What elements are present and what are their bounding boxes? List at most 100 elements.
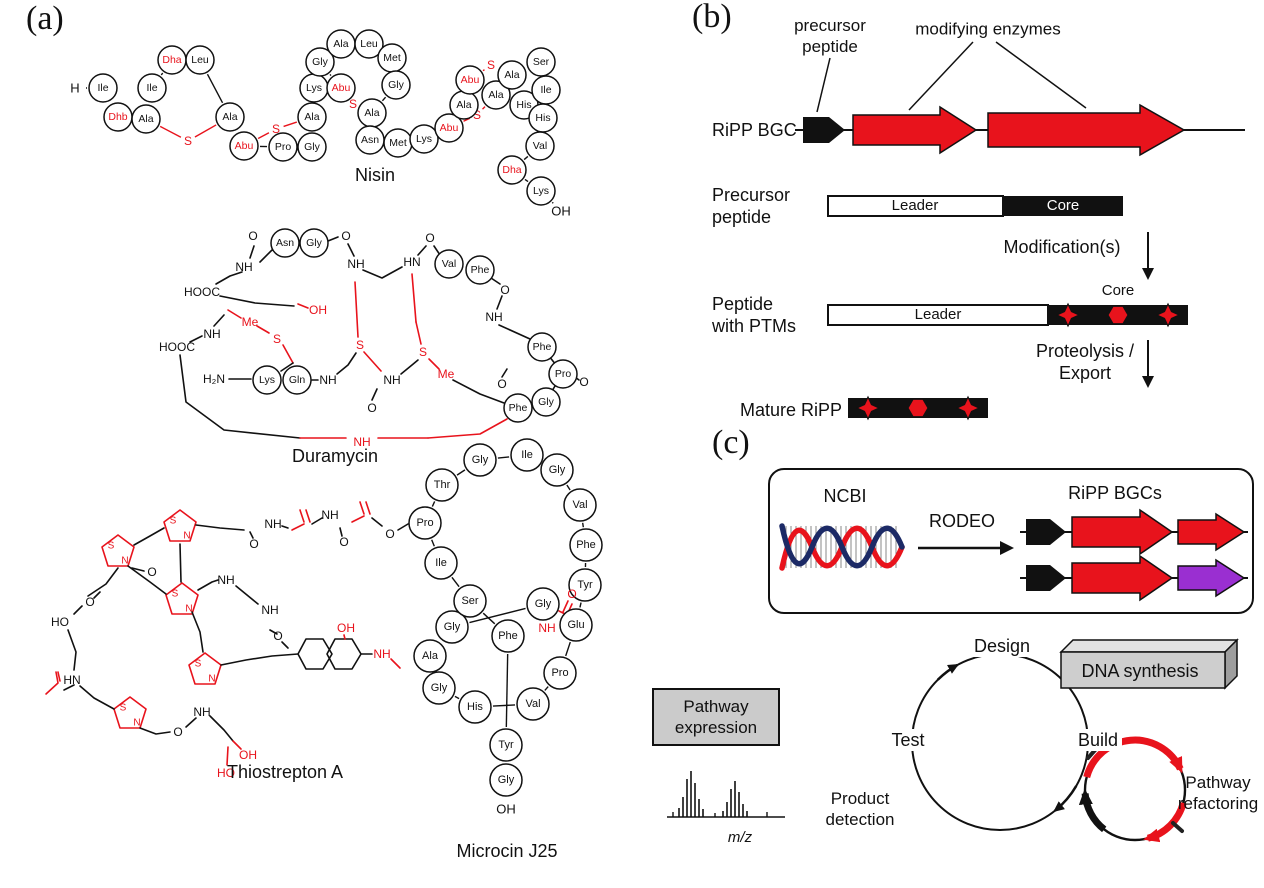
bond-line: [194, 124, 217, 138]
residue-label: Phe: [576, 539, 596, 551]
bond-line: [327, 236, 339, 242]
residue-circle: [434, 249, 464, 279]
atom-label: N: [208, 674, 215, 685]
leader-label: Leader: [891, 197, 939, 214]
residue-label: Phe: [498, 630, 518, 642]
precursor-gene-arrow: [1026, 565, 1066, 591]
atom-label: NH: [485, 310, 502, 324]
atom-label: S: [108, 541, 115, 552]
modifying-enzyme-gene-arrow-2: [987, 103, 1186, 157]
mature-ripp-label: Mature RiPP: [740, 400, 843, 420]
bond-line: [281, 525, 289, 529]
bond-line: [336, 352, 357, 375]
residue-circle: [540, 453, 574, 487]
bond-line: [482, 69, 485, 72]
residue-label: Val: [442, 258, 456, 270]
design-label: Design: [969, 635, 1035, 657]
label-line: Product: [830, 789, 890, 808]
thioether-s-label: S: [487, 58, 495, 72]
residue-circle: [489, 728, 523, 762]
bond-line: [281, 641, 289, 649]
residue-label: Gly: [549, 464, 566, 476]
residue-circle: [510, 438, 544, 472]
bond-line: [249, 531, 254, 539]
atom-label: NH: [319, 373, 336, 387]
atom-label: O: [248, 229, 257, 243]
residue-label: Tyr: [577, 579, 593, 591]
residue-label: Ile: [435, 557, 447, 569]
atom-label: HN: [403, 255, 420, 269]
structure-name: Nisin: [355, 165, 395, 185]
bond-line: [197, 579, 219, 591]
terminal-group-label: OH: [496, 802, 516, 817]
residue-label: Lys: [259, 374, 275, 386]
bond-line: [113, 696, 147, 729]
cycle-arrow-test-design: [936, 663, 960, 681]
residue-label: Dha: [502, 164, 521, 176]
modifying-enzymes-callout: modifying enzymes: [915, 19, 1061, 39]
residue-circle: [137, 73, 167, 103]
atom-label: NH: [353, 435, 370, 449]
atom-label: OH: [337, 621, 355, 635]
residue-circle: [408, 506, 442, 540]
bond-line: [133, 527, 165, 546]
bond-line: [160, 72, 164, 76]
bond-line: [282, 344, 294, 364]
bond-line: [189, 335, 203, 343]
bond-line: [227, 309, 242, 319]
atom-label: O: [173, 725, 182, 739]
atom-label: NH: [383, 373, 400, 387]
precursor-peptide-label: Precursor peptide: [712, 184, 790, 228]
bond-line: [235, 585, 259, 605]
panel-a-letter: (a): [26, 0, 64, 37]
bond-line: [524, 178, 529, 183]
residue-label: Gly: [388, 79, 405, 91]
residue-label: Pro: [555, 368, 572, 380]
residue-label: Pro: [551, 667, 568, 679]
atom-label: O: [497, 377, 506, 391]
bond-line: [73, 605, 83, 615]
bond-line: [226, 746, 229, 766]
bond-line: [411, 273, 417, 323]
bond-line: [497, 456, 510, 459]
bond-line: [220, 653, 299, 666]
bond-line: [428, 358, 440, 370]
atom-label: S: [170, 516, 177, 527]
bond-line: [482, 106, 486, 110]
atom-label: N: [185, 604, 192, 615]
bond-line: [581, 522, 585, 528]
atom-label: NH: [193, 705, 210, 719]
bond-line: [269, 629, 278, 635]
proteolysis-export-label: Proteolysis / Export: [1036, 340, 1134, 384]
bond-line: [159, 125, 182, 138]
proteolysis-arrowhead: [1142, 376, 1154, 388]
residue-circle: [326, 73, 356, 103]
residue-circle: [381, 70, 411, 100]
label-line: expression: [674, 718, 758, 737]
atom-label: S: [273, 332, 281, 346]
bond-line: [397, 523, 409, 531]
residue-circle: [282, 365, 312, 395]
atom-label: NH: [217, 573, 234, 587]
panel-b-graphics: [795, 41, 1245, 421]
atom-label: NH: [347, 257, 364, 271]
modification-label: Modification(s): [1003, 237, 1121, 257]
bond-line: [79, 685, 115, 710]
mz-axis-label: m/z: [727, 829, 753, 846]
residue-label: Ile: [146, 82, 157, 94]
bond-line: [131, 567, 145, 572]
bond-line: [195, 524, 245, 531]
ptm-star: [1155, 302, 1181, 328]
residue-label: Ile: [97, 82, 108, 94]
residue-circle: [268, 132, 298, 162]
residue-circle: [229, 131, 259, 161]
residue-circle: [458, 690, 492, 724]
ptm-hexagon: [907, 398, 929, 418]
bond-line: [256, 325, 270, 334]
test-label: Test: [887, 729, 929, 751]
modification-arrowhead: [1142, 268, 1154, 280]
bond-line: [496, 295, 503, 310]
residue-label: Thr: [434, 479, 451, 491]
bond-line: [185, 717, 197, 728]
